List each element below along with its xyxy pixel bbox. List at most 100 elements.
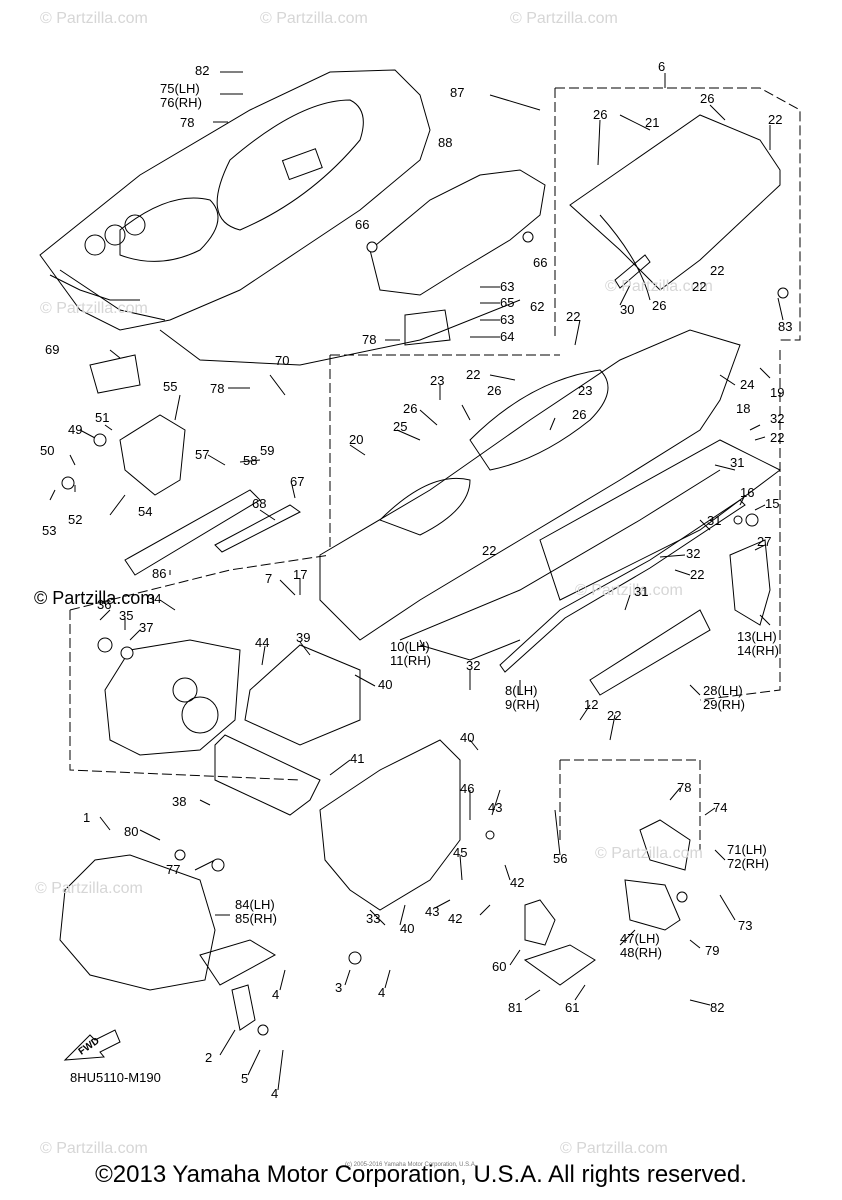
callout: 22 [770, 430, 785, 445]
tunnel [319, 329, 741, 661]
front-bulkhead [104, 639, 241, 756]
watermark: © Partzilla.com [605, 278, 713, 295]
muffler [214, 734, 321, 816]
callout: 37 [139, 620, 154, 635]
callout: 12 [584, 697, 599, 712]
callout: 7 [265, 571, 273, 586]
callout: 22 [692, 279, 707, 294]
watermark: © Partzilla.com [560, 1140, 668, 1157]
callout: 31 [634, 584, 649, 599]
callout: 26 [700, 91, 715, 106]
callout: 45 [453, 845, 468, 860]
callout: 40 [400, 921, 415, 936]
callout: 22 [466, 367, 481, 382]
callout: 22 [566, 309, 581, 324]
lower-frame [59, 854, 216, 991]
callout: 18 [736, 401, 751, 416]
callout: 32 [686, 546, 701, 561]
callout: 4 [271, 1086, 279, 1101]
callout: 53 [42, 523, 57, 538]
callout: 13(LH) 14(RH) [737, 629, 779, 658]
callout: 15 [765, 496, 780, 511]
callout: 26 [593, 107, 608, 122]
callout: 63 [500, 279, 515, 294]
callout: 26 [572, 407, 587, 422]
callout: 28(LH) 29(RH) [703, 683, 745, 712]
seat-assembly [39, 69, 521, 366]
callout: 26 [403, 401, 418, 416]
watermark: © Partzilla.com [35, 880, 143, 897]
callout: 43 [425, 904, 440, 919]
callout: 42 [448, 911, 463, 926]
callout: 78 [362, 332, 377, 347]
callout: 49 [68, 422, 83, 437]
callout: 69 [45, 342, 60, 357]
bracket-13 [729, 539, 771, 626]
callout: 46 [460, 781, 475, 796]
front-frame [319, 739, 461, 911]
callout: 61 [565, 1000, 580, 1015]
callout: 44 [255, 635, 270, 650]
callout: 55 [163, 379, 178, 394]
callout: 24 [740, 377, 755, 392]
callout: 36 [97, 597, 112, 612]
callout: 47(LH) 48(RH) [620, 931, 662, 960]
callout: 40 [378, 677, 393, 692]
callout: 33 [366, 911, 381, 926]
footer-small-print: (c) 2005-2016 Yamaha Motor Corporation, … [345, 1162, 477, 1168]
callout: 25 [393, 419, 408, 434]
assembly-outline-6 [554, 87, 801, 341]
front-outline [69, 554, 331, 781]
watermark: © Partzilla.com [40, 300, 148, 317]
callout: 81 [508, 1000, 523, 1015]
callout: 34 [147, 591, 162, 606]
copyright-footer: ©2013 Yamaha Motor Corporation, U.S.A. A… [95, 1161, 747, 1188]
callout: 17 [293, 567, 308, 582]
plate-81 [523, 944, 596, 986]
plate-69 [89, 354, 141, 394]
plate-39 [244, 644, 361, 746]
callout: 2 [205, 1050, 213, 1065]
callout: 22 [768, 112, 783, 127]
callout: 78 [677, 780, 692, 795]
callout: 78 [210, 381, 225, 396]
brand-mark: © Partzilla.com [34, 588, 156, 608]
callout: 22 [690, 567, 705, 582]
tunnel-outline [329, 350, 781, 701]
callout: 83 [778, 319, 793, 334]
callout: 35 [119, 608, 134, 623]
callout: 82 [710, 1000, 725, 1015]
callout: 68 [252, 496, 267, 511]
callout: 50 [40, 443, 55, 458]
callout: 8(LH) 9(RH) [505, 683, 540, 712]
callout: 43 [488, 800, 503, 815]
callout: 5 [241, 1071, 249, 1086]
callout: 23 [578, 383, 593, 398]
steering-plate [119, 414, 186, 496]
callout: 57 [195, 447, 210, 462]
callout: 62 [530, 299, 545, 314]
callout: 32 [770, 411, 785, 426]
callout: 22 [710, 263, 725, 278]
callout: 31 [707, 513, 722, 528]
callout: 67 [290, 474, 305, 489]
callout: 80 [124, 824, 139, 839]
callout: 4 [378, 985, 386, 1000]
callout: 52 [68, 512, 83, 527]
callout: 42 [510, 875, 525, 890]
callout: 20 [349, 432, 364, 447]
callout: 70 [275, 353, 290, 368]
callout: 71(LH) 72(RH) [727, 842, 769, 871]
watermark: © Partzilla.com [575, 582, 683, 599]
callout: 82 [195, 63, 210, 78]
callout: 22 [607, 708, 622, 723]
callout: 10(LH) 11(RH) [390, 639, 431, 668]
callout: 54 [138, 504, 153, 519]
callout: 86 [152, 566, 167, 581]
callout: 58 [243, 453, 258, 468]
heat-exchanger [124, 489, 261, 576]
callout: 30 [620, 302, 635, 317]
bracket-71 [639, 819, 691, 871]
callout: 3 [335, 980, 343, 995]
callout: 39 [296, 630, 311, 645]
